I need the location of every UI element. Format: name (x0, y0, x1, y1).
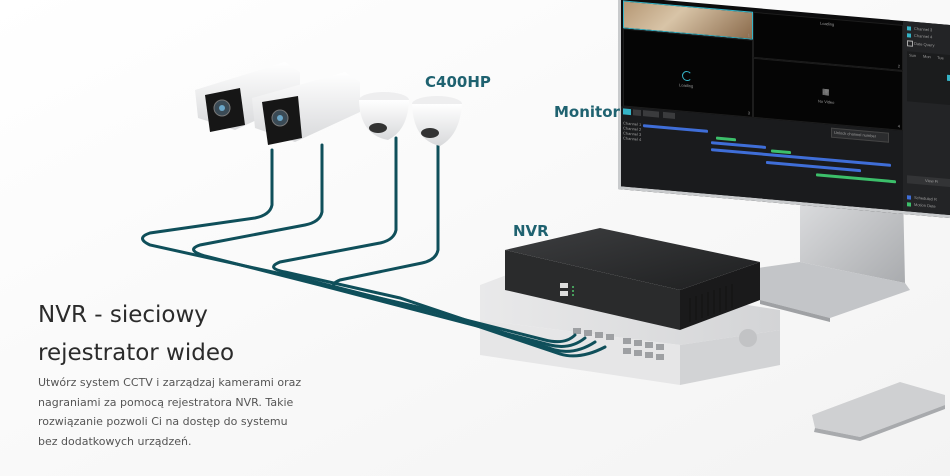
tile-index: 2 (897, 63, 900, 69)
channel-checkbox[interactable] (907, 26, 911, 31)
hero-title-line-2: rejestrator wideo (38, 340, 235, 366)
recording-bar (643, 124, 708, 133)
view-button[interactable]: View Fi (907, 175, 950, 189)
channel-label: Channel 4 (623, 135, 642, 143)
loading-spinner-icon (682, 70, 692, 82)
legend-motion-swatch (907, 202, 911, 207)
tile-index: 3 (747, 110, 750, 116)
tile-status: Loading (820, 20, 835, 27)
stop-button[interactable] (633, 109, 641, 117)
tile-status: Loading (679, 82, 694, 89)
legend-scheduled-swatch (907, 195, 911, 200)
step-button[interactable] (663, 111, 675, 119)
vent-grille (739, 329, 757, 347)
tile-index: 1 (747, 32, 750, 38)
unlock-channel-label: Unlock channel number (834, 129, 877, 139)
dome-camera-2 (412, 96, 462, 146)
weekday-label: Mon (923, 53, 931, 60)
tile-index: 4 (897, 123, 900, 129)
play-button[interactable] (623, 108, 631, 116)
hero-title-line-1: NVR - sieciowy (38, 302, 208, 328)
calendar-grid[interactable]: Sun Mon Tue (907, 51, 950, 107)
weekday-label: Tue (937, 54, 944, 61)
bullet-camera-1 (195, 62, 300, 132)
monitor-screen: 1 Loading 2 Loading 3 ▦ No Video 4 Chann… (618, 0, 950, 220)
motion-bar (816, 173, 896, 184)
ethernet-cables (141, 136, 607, 358)
dome-camera-1 (359, 92, 409, 140)
channel-label: Channel 3 (914, 25, 933, 33)
view-button-label: View Fi (925, 177, 939, 185)
calendar-icon (907, 40, 913, 47)
date-query-label: Date Query (914, 40, 935, 48)
legend-label: Motion Dete (914, 201, 936, 209)
hero-description: Utwórz system CCTV i zarządzaj kamerami … (38, 376, 302, 448)
channel-label: Channel 4 (914, 32, 933, 40)
unlock-channel-button[interactable]: Unlock channel number (831, 127, 889, 143)
camera-model-label: C400HP (425, 73, 491, 91)
smartphone (812, 382, 945, 441)
weekday-label: Sun (909, 52, 917, 59)
channel-checkbox[interactable] (907, 33, 911, 38)
recording-bar (711, 141, 766, 149)
tile-status: No Video (818, 98, 835, 105)
side-panel: Channel 3 Channel 4 Date Query Sun Mon T… (903, 20, 950, 217)
video-tile-3[interactable]: Loading 3 (623, 28, 753, 118)
hero-title: NVR - sieciowy rejestrator wideo (38, 296, 234, 372)
monitor-label: Monitor (554, 103, 620, 121)
nvr-device (505, 228, 760, 330)
motion-bar (716, 136, 736, 142)
bullet-camera-2 (252, 72, 360, 145)
speed-select[interactable] (643, 110, 659, 118)
nvr-label: NVR (513, 222, 549, 240)
film-icon: ▦ (822, 86, 830, 97)
legend-label: Scheduled R (914, 194, 937, 202)
